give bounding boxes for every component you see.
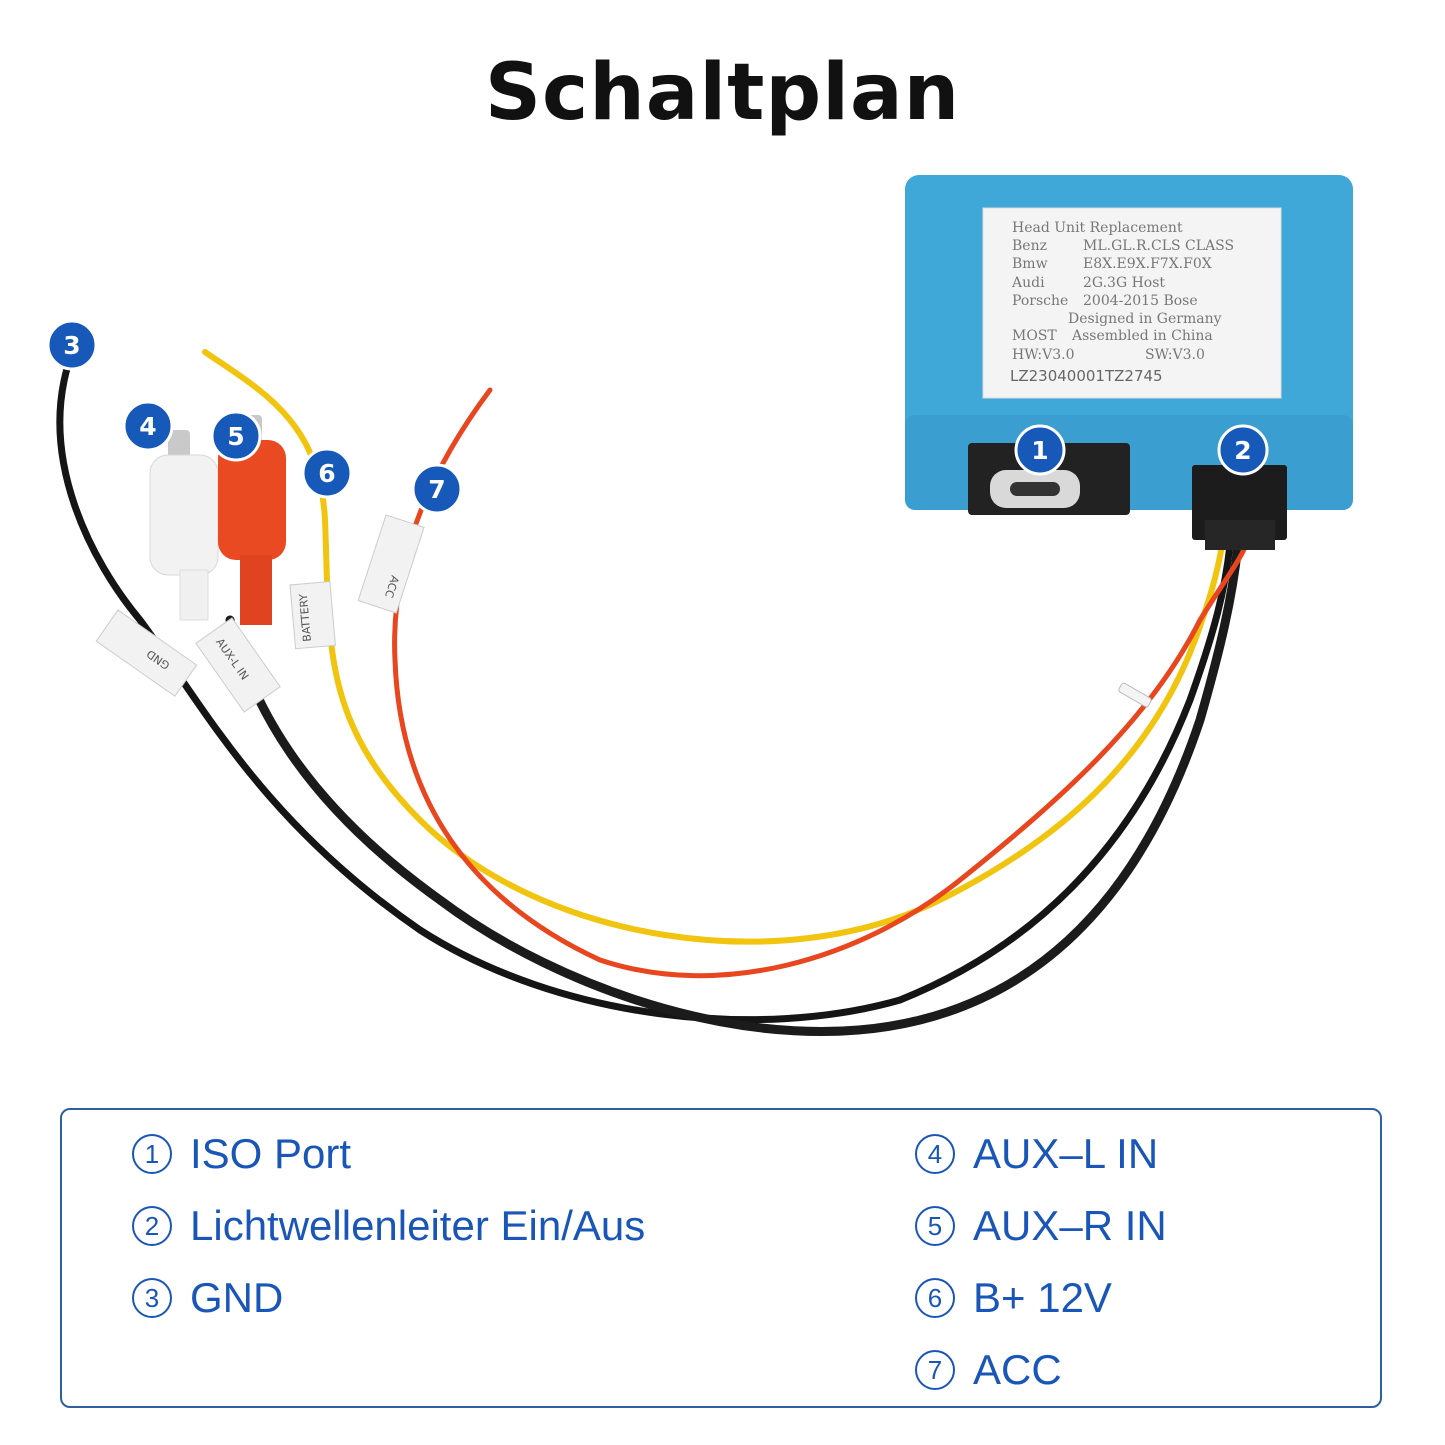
legend-item-5: 5 AUX–R IN	[915, 1202, 1167, 1250]
label-line-3a: Bmw	[1012, 256, 1048, 272]
label-line-3b: E8X.E9X.F7X.F0X	[1083, 256, 1212, 272]
legend-num-6: 6	[915, 1278, 955, 1318]
legend-item-7: 7 ACC	[915, 1346, 1062, 1394]
label-line-2b: ML.GL.R.CLS CLASS	[1083, 238, 1234, 254]
rca-plug-left	[149, 430, 219, 621]
label-line-7a: MOST	[1012, 328, 1057, 344]
legend-num-5: 5	[915, 1206, 955, 1246]
label-line-5a: Porsche	[1012, 293, 1068, 309]
label-serial: LZ23040001TZ2745	[1010, 367, 1163, 385]
legend-num-4: 4	[915, 1134, 955, 1174]
badge-4-text: 4	[139, 412, 156, 441]
label-line-5b: 2004-2015 Bose	[1083, 293, 1198, 309]
badge-3-text: 3	[63, 331, 80, 360]
badge-1: 1	[1014, 424, 1066, 476]
tag-gnd: GND	[95, 609, 198, 697]
page-title: Schaltplan	[484, 48, 961, 138]
tag-aux: AUX-L IN	[195, 617, 281, 713]
legend-label-6: B+ 12V	[973, 1274, 1112, 1321]
badge-7: 7	[411, 463, 463, 515]
legend-label-5: AUX–R IN	[973, 1202, 1167, 1249]
legend-item-2: 2 Lichtwellenleiter Ein/Aus	[132, 1202, 645, 1250]
tag-battery-text: BATTERY	[297, 593, 314, 642]
tag-battery: BATTERY	[289, 580, 336, 650]
badge-2: 2	[1217, 424, 1269, 476]
module-label	[982, 207, 1282, 399]
legend-label-1: ISO Port	[190, 1130, 352, 1177]
badge-1-text: 1	[1031, 436, 1048, 465]
legend-label-7: ACC	[973, 1346, 1062, 1393]
wire-gnd	[56, 361, 1234, 1024]
legend-num-2: 2	[132, 1206, 172, 1246]
badge-2-text: 2	[1234, 436, 1251, 465]
legend-item-1: 1 ISO Port	[132, 1130, 351, 1178]
iso-connector	[1192, 465, 1287, 550]
legend-label-2: Lichtwellenleiter Ein/Aus	[190, 1202, 646, 1249]
wire-battery	[202, 349, 1225, 945]
badge-5-text: 5	[227, 422, 244, 451]
label-line-4b: 2G.3G Host	[1083, 275, 1165, 291]
legend-item-6: 6 B+ 12V	[915, 1274, 1112, 1322]
label-line-7b: Assembled in China	[1071, 328, 1213, 344]
label-line-8a: HW:V3.0	[1012, 347, 1074, 363]
legend-box: 1 ISO Port 2 Lichtwellenleiter Ein/Aus 3…	[60, 1108, 1382, 1408]
legend-num-1: 1	[132, 1134, 172, 1174]
product-photo: GND AUX-L IN BATTERY ACC Head Unit Repla…	[46, 175, 1353, 1036]
legend-num-3: 3	[132, 1278, 172, 1318]
fiber-port	[968, 443, 1130, 515]
legend-item-3: 3 GND	[132, 1274, 283, 1322]
legend-label-3: GND	[190, 1274, 284, 1321]
cable-tie	[1118, 682, 1152, 708]
label-line-1: Head Unit Replacement	[1012, 220, 1183, 236]
label-line-2a: Benz	[1012, 238, 1047, 254]
legend-label-4: AUX–L IN	[973, 1130, 1159, 1177]
fiber-optic-module: Head Unit Replacement Benz ML.GL.R.CLS C…	[905, 175, 1353, 550]
label-line-6b: Designed in Germany	[1068, 311, 1222, 327]
wire-acc	[392, 387, 1249, 979]
badge-3: 3	[46, 319, 98, 371]
badge-7-text: 7	[428, 475, 445, 504]
wire-aux	[225, 540, 1243, 1036]
tag-acc: ACC	[357, 514, 425, 614]
badge-5: 5	[210, 410, 262, 462]
badge-4: 4	[122, 400, 174, 452]
label-line-8b: SW:V3.0	[1145, 347, 1205, 363]
badge-6: 6	[301, 447, 353, 499]
label-line-4a: Audi	[1011, 275, 1045, 291]
badge-6-text: 6	[318, 459, 335, 488]
wire-bundle	[56, 349, 1249, 1036]
legend-num-7: 7	[915, 1350, 955, 1390]
module-label-lines: Head Unit Replacement Benz ML.GL.R.CLS C…	[1010, 220, 1234, 385]
legend-item-4: 4 AUX–L IN	[915, 1130, 1158, 1178]
